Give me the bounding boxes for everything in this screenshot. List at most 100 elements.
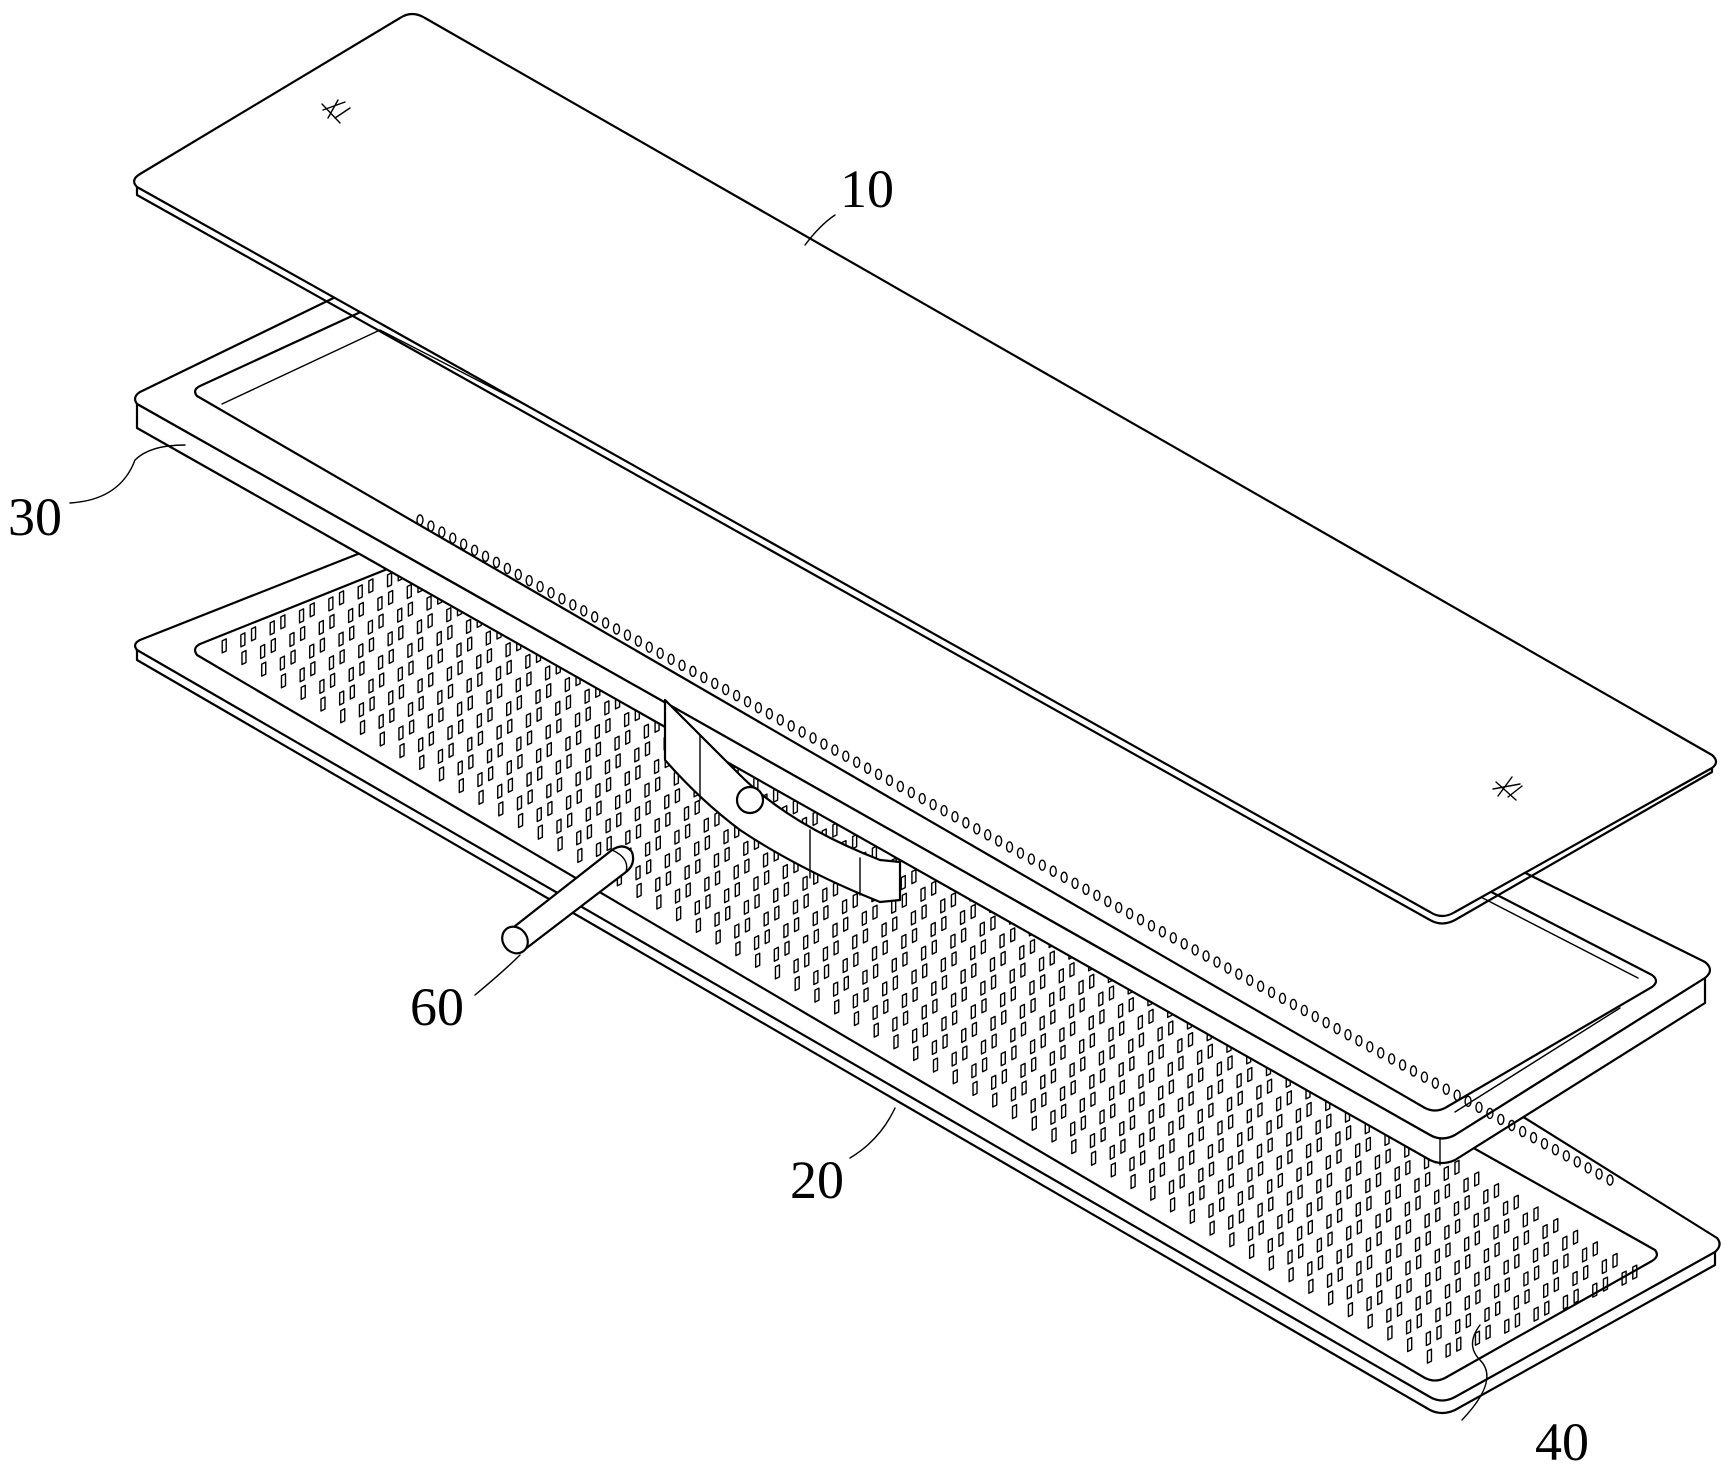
frame-tooth: [1169, 932, 1178, 944]
fin: [1089, 1132, 1096, 1149]
fin: [853, 951, 859, 968]
fin: [644, 741, 651, 757]
fin: [1513, 1235, 1519, 1252]
fin: [900, 874, 906, 891]
frame-tooth: [634, 635, 643, 647]
frame-tooth: [831, 744, 839, 756]
fin: [585, 747, 591, 763]
fin: [911, 927, 918, 944]
label-60: 60: [410, 977, 464, 1037]
fin: [279, 655, 286, 671]
frame-tooth: [470, 544, 479, 556]
fin: [1523, 1229, 1530, 1246]
fin: [989, 956, 996, 973]
fin: [496, 724, 502, 740]
fin: [498, 801, 504, 817]
fin: [930, 921, 936, 938]
fin: [427, 713, 433, 729]
fin: [1109, 1144, 1115, 1160]
fin: [970, 945, 976, 961]
fin: [1079, 997, 1085, 1013]
fin: [832, 922, 838, 938]
fin: [437, 689, 443, 706]
fin: [999, 933, 1005, 949]
frame-tooth: [1082, 883, 1090, 896]
fin: [1001, 1068, 1008, 1085]
fin: [823, 963, 830, 980]
fin: [1425, 1271, 1431, 1288]
frame-inner-teeth: [416, 514, 1614, 1186]
fin: [1049, 950, 1055, 966]
fin: [1453, 1200, 1460, 1217]
fin: [1375, 1172, 1382, 1188]
fin: [426, 654, 433, 670]
fin: [1019, 944, 1025, 961]
fin: [793, 958, 799, 974]
frame-tooth: [929, 798, 937, 811]
frame-tooth: [1071, 877, 1079, 890]
fin: [1266, 1078, 1273, 1094]
fin: [1316, 1137, 1322, 1153]
fin: [971, 1062, 977, 1079]
fin: [240, 632, 246, 648]
label-10: 10: [840, 159, 894, 219]
fin: [1218, 1137, 1224, 1154]
fin: [1384, 1189, 1391, 1206]
frame-tooth: [1300, 1004, 1309, 1017]
fin: [605, 818, 611, 834]
fin: [744, 917, 751, 933]
fin: [1602, 1276, 1609, 1292]
fin: [1129, 1114, 1136, 1131]
fin: [357, 584, 363, 600]
frame-tooth: [1595, 1168, 1603, 1180]
frame-tooth: [481, 550, 490, 563]
fin: [1030, 997, 1036, 1014]
fin: [674, 829, 680, 845]
fin: [980, 1039, 987, 1055]
fin: [725, 905, 731, 922]
fin: [418, 695, 424, 712]
fin: [1059, 1026, 1065, 1043]
frame-tooth: [885, 774, 894, 787]
fin: [694, 799, 700, 816]
fin: [1543, 1282, 1549, 1299]
fin: [466, 677, 472, 694]
fin: [912, 986, 918, 1003]
fin: [1632, 1264, 1638, 1280]
fin: [329, 672, 336, 689]
fin: [1150, 1185, 1156, 1201]
fin: [566, 812, 573, 828]
fin: [784, 940, 790, 956]
fin: [486, 748, 493, 764]
fin: [684, 823, 691, 839]
fin: [981, 998, 987, 1014]
fin: [1365, 1178, 1371, 1194]
fin: [842, 916, 849, 932]
frame-tooth: [1377, 1047, 1385, 1059]
frame-tooth: [1060, 871, 1068, 883]
frame-tooth: [1235, 968, 1243, 980]
fin: [665, 811, 671, 828]
fin: [1218, 1196, 1225, 1213]
fin: [1544, 1300, 1550, 1316]
frame-port-hole: [735, 785, 765, 815]
fin: [437, 748, 444, 764]
fin: [280, 673, 287, 689]
fin: [516, 694, 523, 711]
fin: [754, 893, 760, 910]
fin: [1069, 962, 1075, 978]
fin: [803, 893, 809, 909]
fin: [438, 707, 444, 723]
fin: [506, 759, 513, 776]
fin: [1247, 1226, 1254, 1242]
fin: [1040, 1074, 1046, 1090]
fin: [1337, 1266, 1343, 1283]
fin: [1495, 1300, 1501, 1317]
fin: [1069, 1020, 1076, 1037]
fin: [1405, 1260, 1411, 1276]
fin: [507, 718, 513, 734]
fin: [1117, 1002, 1124, 1019]
frame-tooth: [459, 538, 468, 550]
fin: [1426, 1289, 1432, 1305]
fin: [1128, 996, 1134, 1013]
